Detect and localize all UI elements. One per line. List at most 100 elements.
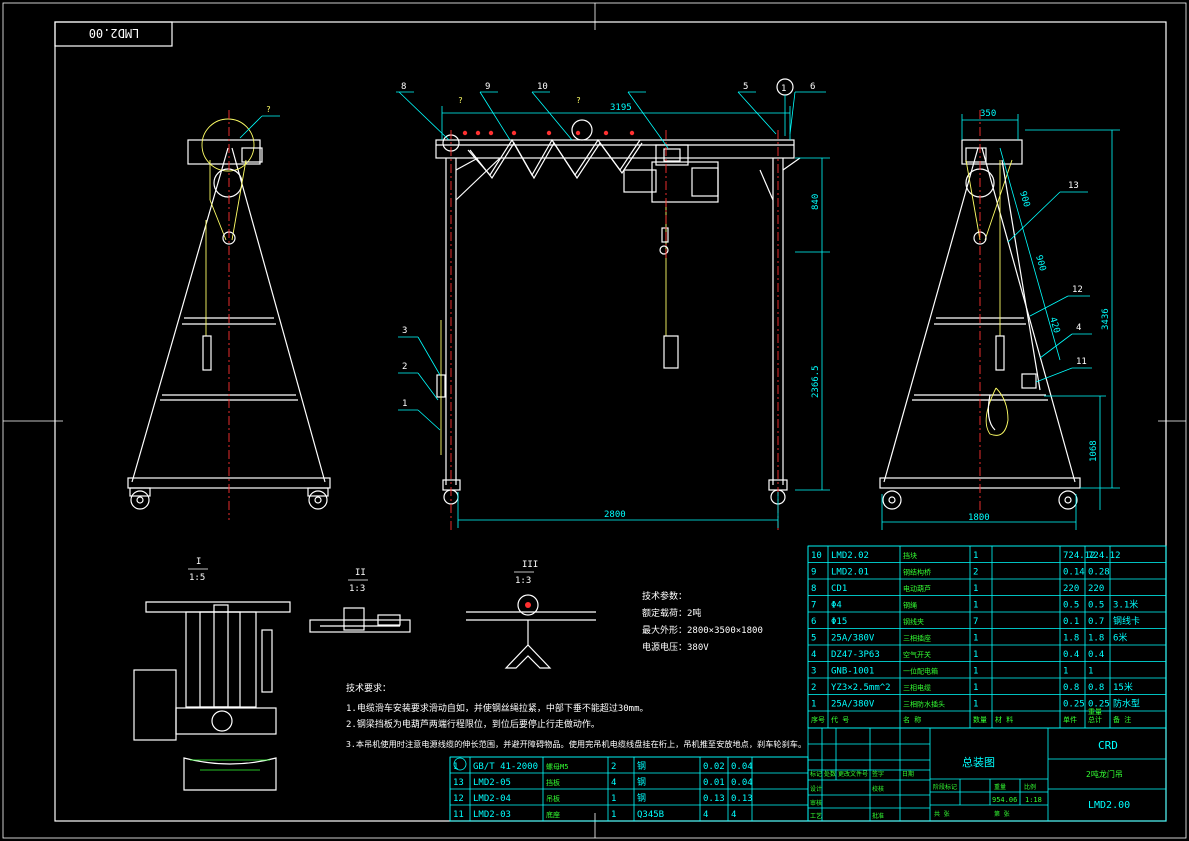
parts-upper-cell-unit: 220 <box>1063 584 1079 594</box>
title-stamp-box <box>54 21 173 47</box>
parts-upper-header: 备 注 <box>1113 715 1131 724</box>
tech-param-size: 最大外形：2800×3500×1800 <box>642 624 763 636</box>
parts-lower-cell-name: 螺母M5 <box>546 762 568 771</box>
parts-upper-cell-no: 8 <box>811 584 816 594</box>
parts-upper-cell-total: 220 <box>1088 584 1104 594</box>
parts-upper-cell-no: 1 <box>811 700 816 710</box>
parts-upper-header: 材 料 <box>995 715 1013 724</box>
inner-border <box>54 21 1167 822</box>
tech-note-3: 3.本吊机使用时注意电源线缆的伸长范围，并避开障碍物品。使用完吊机电缆线盘挂在桁… <box>346 739 806 749</box>
parts-lower-cell-unit: 0.13 <box>703 794 725 804</box>
parts-upper-header: 序号 <box>811 715 825 724</box>
tech-note-1: 1.电缆滑车安装要求滑动自如，并使钢丝绳拉紧，中部下垂不能超过30mm。 <box>346 702 649 714</box>
parts-upper-cell-no: 3 <box>811 667 816 677</box>
title-stamp: LMD2.00 <box>89 26 140 40</box>
callout-10: 6 <box>810 82 815 92</box>
parts-lower-cell-qty: 1 <box>611 810 616 820</box>
parts-lower-cell-unit: 0.02 <box>703 762 725 772</box>
parts-upper-header: 代 号 <box>831 715 849 724</box>
parts-upper-cell-qty: 1 <box>973 551 978 561</box>
parts-upper-cell-no: 6 <box>811 617 816 627</box>
parts-upper-cell-unit: 724.12 <box>1063 551 1096 561</box>
parts-upper-cell-unit: 0.1 <box>1063 617 1079 627</box>
parts-upper-cell-unit: 1.8 <box>1063 634 1079 644</box>
company-name: CRD <box>1098 739 1118 752</box>
callout-1: 1 <box>402 399 407 409</box>
tb-label-weight: 重量 <box>994 783 1006 791</box>
parts-upper-cell-code: 25A/380V <box>831 700 875 710</box>
drawing-weight: 954.06 <box>992 796 1017 804</box>
tb-label-process: 工艺 <box>810 812 822 820</box>
parts-upper-cell-qty: 1 <box>973 667 978 677</box>
dim-hoist-height: 840 <box>811 194 821 210</box>
tb-label-review: 审核 <box>810 799 822 807</box>
tb-label-mark: 标记 <box>810 770 822 778</box>
parts-upper-header: 总计 <box>1088 715 1102 724</box>
parts-upper-cell-note: 6米 <box>1113 632 1127 644</box>
parts-upper-header: 单件 <box>1063 715 1077 724</box>
callout-3: 3 <box>402 326 407 336</box>
parts-upper-cell-total: 0.5 <box>1088 601 1104 611</box>
callout-9: 5 <box>743 82 748 92</box>
parts-upper-cell-total: 0.4 <box>1088 650 1104 660</box>
parts-lower-cell-material: 钢 <box>637 760 646 772</box>
parts-upper-cell-unit: 0.4 <box>1063 650 1079 660</box>
parts-upper-cell-code: GNB-1001 <box>831 667 874 677</box>
parts-upper-cell-unit: 0.8 <box>1063 683 1079 693</box>
parts-lower-cell-code: LMD2-03 <box>473 810 511 820</box>
dim-top: 350 <box>980 109 996 119</box>
parts-upper-header-weight: 重量 <box>1088 708 1102 716</box>
left-view-mark: ? <box>266 105 271 114</box>
parts-upper-cell-qty: 2 <box>973 568 978 578</box>
tb-label-stage: 阶段标记 <box>933 783 957 791</box>
right-callouts: 13 12 4 11 <box>1007 181 1092 383</box>
parts-upper-cell-total: 0.28 <box>1088 568 1110 578</box>
tb-label-date: 日期 <box>902 770 914 778</box>
dim-total-height: 3436 <box>1101 308 1111 330</box>
right-side-view <box>879 110 1081 520</box>
tech-notes: 技术要求： 1.电缆滑车安装要求滑动自如，并使钢丝绳拉紧，中部下垂不能超过30m… <box>346 682 806 749</box>
dim-span: 3195 <box>610 103 632 113</box>
parts-upper-cell-no: 4 <box>811 650 816 660</box>
parts-lower-cell-code: LMD2-05 <box>473 778 511 788</box>
parts-upper-cell-qty: 1 <box>973 650 978 660</box>
parts-upper-cell-total: 724.12 <box>1088 551 1121 561</box>
parts-lower-circle-marker <box>453 757 467 771</box>
parts-upper-cell-name: 三相防水插头 <box>903 700 945 709</box>
parts-upper-cell-name: 钢绳 <box>903 601 917 610</box>
drawing-scale: 1:18 <box>1025 796 1042 804</box>
parts-upper-cell-no: 2 <box>811 683 816 693</box>
tb-label-sheet-no: 第 张 <box>994 810 1010 818</box>
front-mark-b: ? <box>576 96 581 105</box>
parts-upper-cell-name: 电动葫芦 <box>903 584 931 593</box>
parts-upper-cell-code: YZ3×2.5mm^2 <box>831 683 891 693</box>
parts-upper-cell-qty: 7 <box>973 617 978 627</box>
tb-label-design: 设计 <box>810 785 822 793</box>
callout-4: 4 <box>1076 323 1081 333</box>
parts-upper-cell-code: DZ47-3P63 <box>831 650 880 660</box>
parts-lower-cell-material: 钢 <box>637 776 646 788</box>
parts-upper-cell-name: 挡块 <box>903 551 917 560</box>
tech-param-load: 额定载荷：2吨 <box>642 607 701 619</box>
parts-upper-cell-name: 三相电缆 <box>903 683 931 692</box>
parts-lower-cell-total: 4 <box>731 810 736 820</box>
parts-lower-cell-material: Q345B <box>637 810 664 820</box>
parts-upper-header: 数量 <box>973 715 987 724</box>
parts-upper-cell-unit: 0.5 <box>1063 601 1079 611</box>
parts-lower-cell-name: 挡板 <box>546 778 560 787</box>
parts-upper-cell-no: 10 <box>811 551 822 561</box>
parts-upper-cell-name: 一位配电箱 <box>903 667 938 676</box>
tech-notes-title: 技术要求： <box>346 682 391 694</box>
parts-upper-cell-total: 0.7 <box>1088 617 1104 627</box>
front-view <box>435 119 801 530</box>
parts-upper-cell-no: 7 <box>811 601 816 611</box>
parts-upper-cell-name: 钢线夹 <box>903 617 924 626</box>
parts-upper-cell-code: 25A/380V <box>831 634 875 644</box>
parts-lower-cell-no: 13 <box>453 778 464 788</box>
dim-slant-a: 900 <box>1017 190 1031 208</box>
dim-clear-height: 2366.5 <box>811 365 821 398</box>
title-block: 总装图 CRD 2吨龙门吊 LMD2.00 954.06 1:18 标记 处数 … <box>807 727 1167 822</box>
